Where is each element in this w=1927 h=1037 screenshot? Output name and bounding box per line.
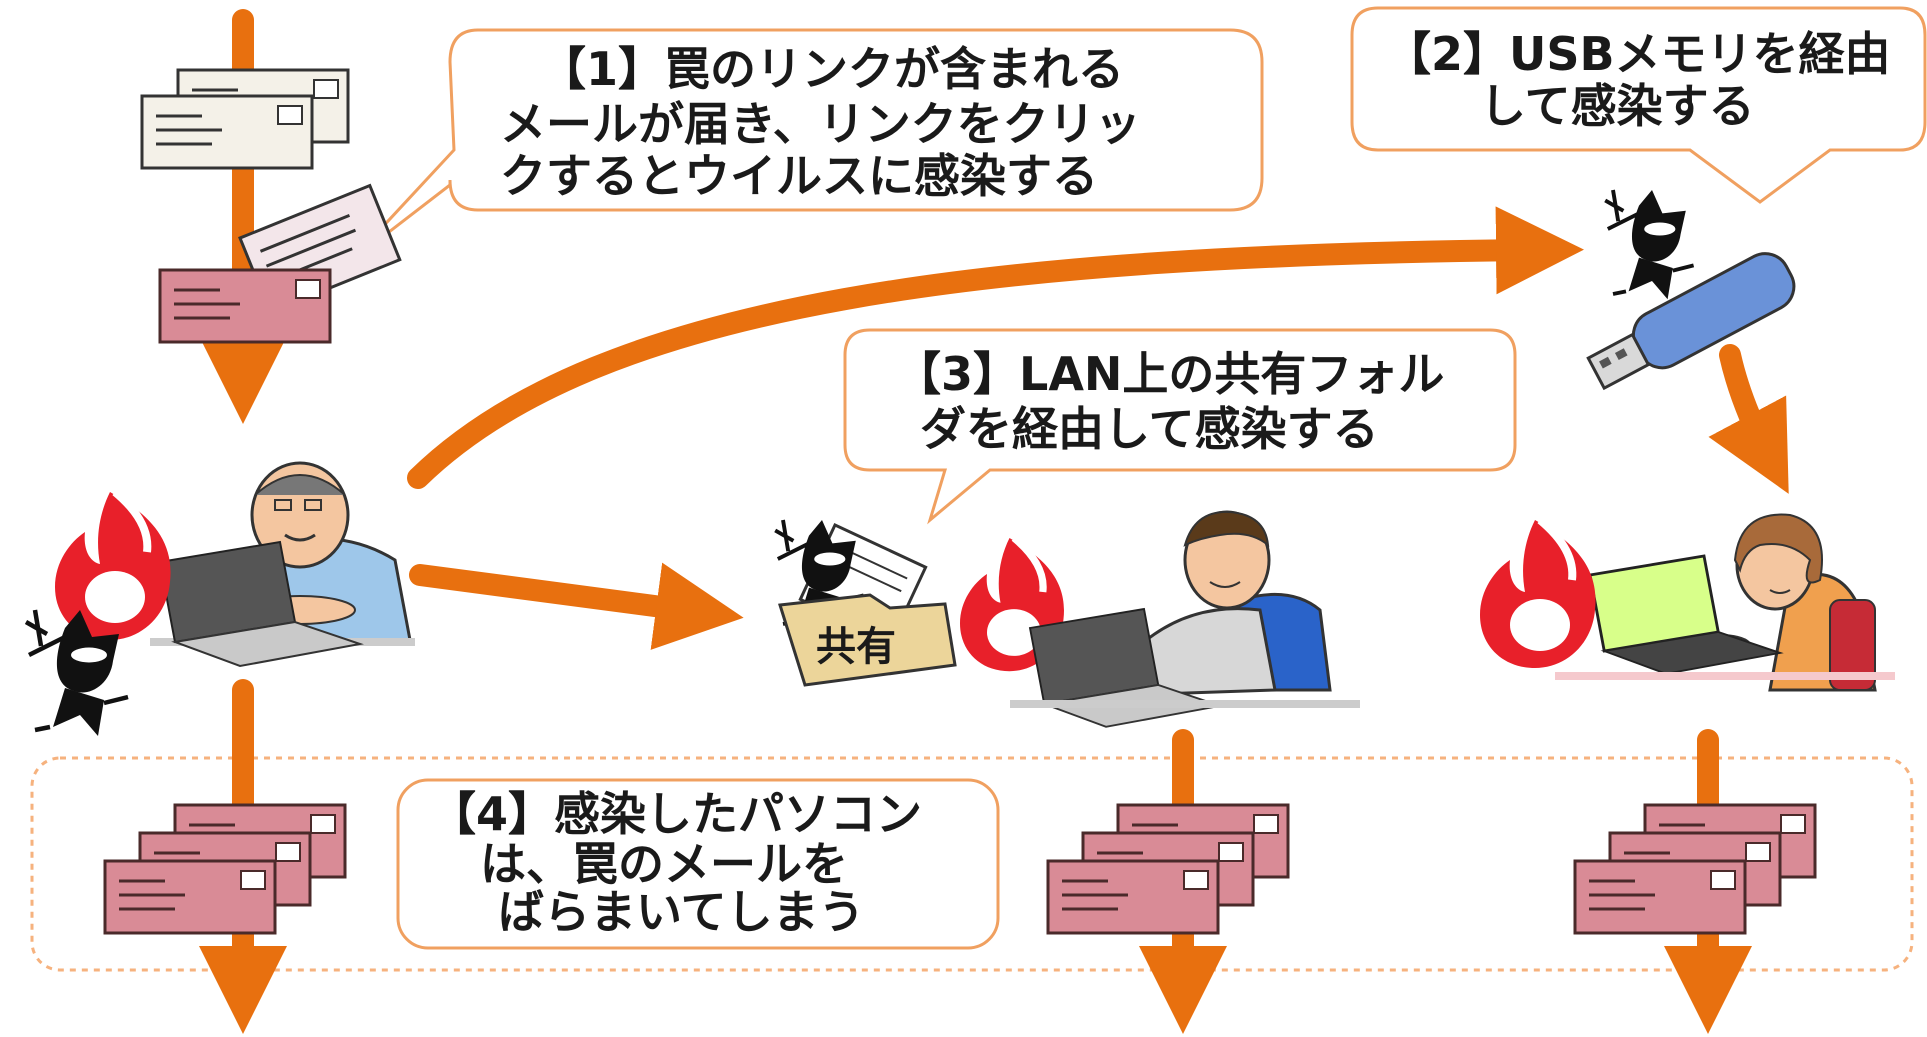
shared-folder-label: 共有 [816,624,896,670]
bubble-4: 【4】感染したパソコン は、罠のメールを ばらまいてしまう [396,778,1000,950]
bubble-3: 【3】LAN上の共有フォル ダを経由して感染する [843,328,1517,525]
arrow-to-usb [407,206,1584,489]
mail-stack-right [1575,805,1815,933]
bubble-3-line-1: 【3】LAN上の共有フォル [895,347,1444,401]
laptop-icon [1588,554,1784,675]
infected-mail-icon [158,183,402,344]
arrow-usb-down [1708,344,1789,494]
bubble-2-line-2: して感染する [1480,79,1755,133]
flame-icon [1480,520,1596,668]
bubble-4-line-2: は、罠のメールを [480,837,848,891]
office-worker-icon [1081,510,1332,697]
bubble-4-line-3: ばらまいてしまう [498,885,865,939]
bubble-1-line-2: メールが届き、リンクをクリッ [500,97,1141,151]
mail-stack-left [105,805,345,933]
shared-folder-icon: 共有 [773,518,957,687]
mail-stack-middle [1048,805,1288,933]
bubble-3-line-2: ダを経由して感染する [920,402,1379,456]
mail-spread-zone [30,756,1914,972]
bubble-1-line-1: 【1】罠のリンクが含まれる [540,42,1124,96]
bubble-1: 【1】罠のリンクが含まれる メールが届き、リンクをクリッ クするとウイルスに感染… [348,28,1264,264]
bubble-2-line-1: 【2】USBメモリを経由 [1385,27,1891,81]
virus-devil-icon [1603,188,1696,302]
flame-icon [55,492,171,640]
bubble-2: 【2】USBメモリを経由 して感染する [1350,6,1927,204]
arrow-to-shared [409,562,744,650]
usb-memory-icon [1586,252,1796,391]
bubble-4-line-1: 【4】感染したパソコン [430,787,922,841]
bubble-1-line-3: クするとウイルスに感染する [500,149,1098,203]
envelope-icon [140,68,350,170]
